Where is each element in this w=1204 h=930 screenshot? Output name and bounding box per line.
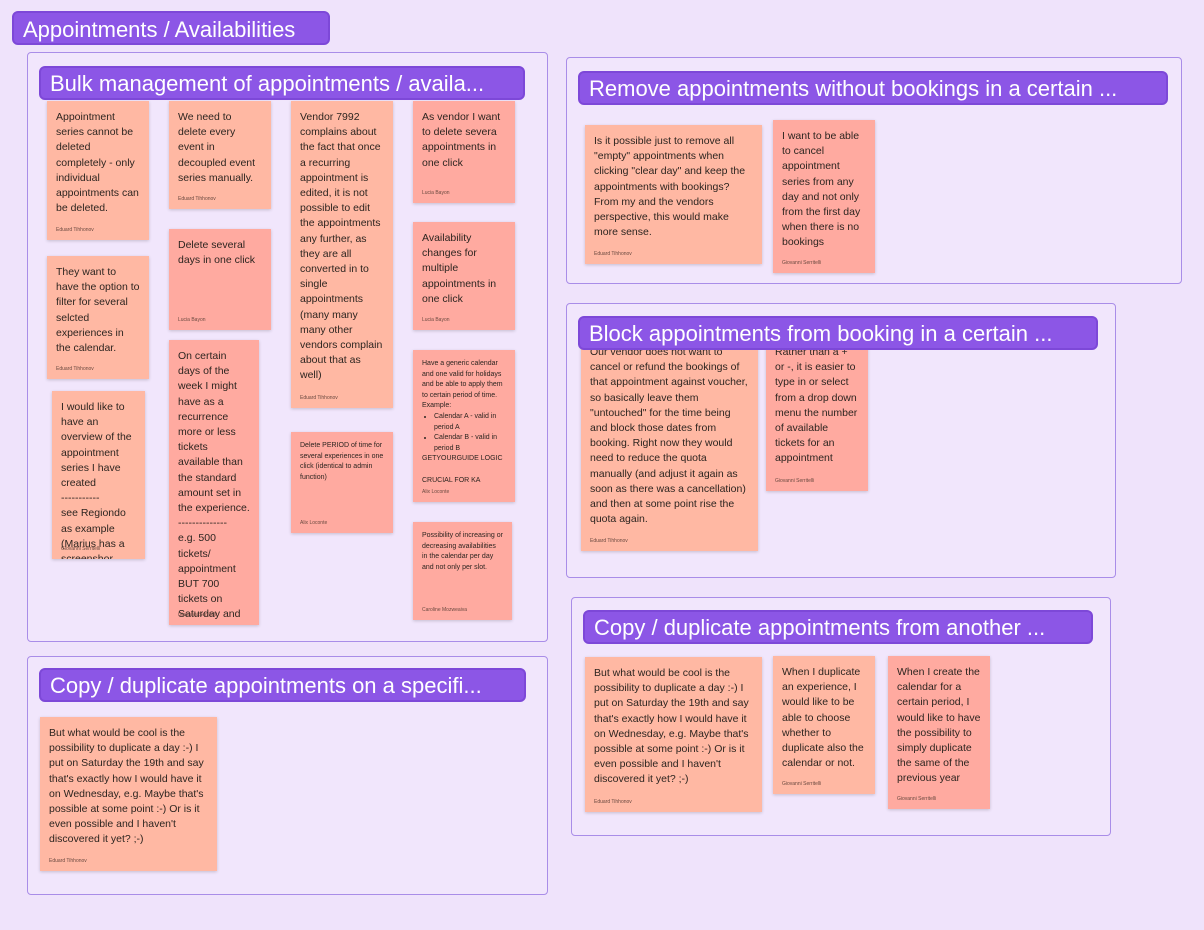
sticky-note[interactable]: Is it possible just to remove all "empty… [585, 125, 762, 264]
sticky-note[interactable]: Appointment series cannot be deleted com… [47, 101, 149, 240]
note-intro: Have a generic calendar and one valid fo… [422, 360, 505, 410]
note-text: Vendor 7992 complains about the fact tha… [300, 111, 386, 382]
note-text: As vendor I want to delete severa appoin… [422, 111, 504, 169]
note-author: Eduard Tihhonov [49, 858, 87, 864]
note-text: Delete several days in one click [178, 239, 256, 267]
note-author: Giovanni Serritelli [782, 260, 822, 266]
note-text: Appointment series cannot be deleted com… [56, 111, 142, 215]
sticky-note[interactable]: Have a generic calendar and one valid fo… [413, 350, 515, 502]
section-title-bulk-management[interactable]: Bulk management of appointments / availa… [39, 66, 525, 100]
sticky-note[interactable]: Vendor 7992 complains about the fact tha… [291, 101, 393, 408]
sticky-note[interactable]: Possibility of increasing or decreasing … [413, 522, 512, 620]
sticky-note[interactable]: Delete PERIOD of time for several experi… [291, 432, 393, 533]
sticky-note[interactable]: But what would be cool is the possibilit… [40, 717, 217, 871]
note-text: Have a generic calendar and one valid fo… [422, 359, 506, 486]
sticky-note[interactable]: On certain days of the week I might have… [169, 340, 259, 625]
note-author: Giovanni Serritelli [775, 478, 815, 484]
section-title-remove-appointments[interactable]: Remove appointments without bookings in … [578, 71, 1168, 105]
sticky-note[interactable]: When I create the calendar for a certain… [888, 656, 990, 809]
note-author: Eduard Tihhonov [300, 395, 338, 401]
note-text: We need to delete every event in decoupl… [178, 111, 258, 184]
note-author: Giovanni Serritelli [782, 781, 822, 787]
note-text: But what would be cool is the possibilit… [594, 667, 752, 786]
note-outro: GETYOURGUIDE LOGIC CRUCIAL FOR KA [422, 455, 503, 484]
note-text: Delete PERIOD of time for several experi… [300, 442, 386, 481]
sticky-note[interactable]: I would like to have an overview of the … [52, 391, 145, 559]
note-author: Caroline Mozweaiva [422, 607, 468, 613]
note-text: Is it possible just to remove all "empty… [594, 135, 748, 239]
note-author: Giovanni Serritelli [178, 612, 218, 618]
note-text: When I duplicate an experience, I would … [782, 666, 867, 770]
note-author: Lucia Bayon [178, 317, 206, 323]
note-text: Availability changes for multiple appoin… [422, 232, 500, 305]
sticky-note[interactable]: Delete several days in one click Lucia B… [169, 229, 271, 330]
sticky-note[interactable]: I want to be able to cancel appointment … [773, 120, 875, 273]
sticky-note[interactable]: Availability changes for multiple appoin… [413, 222, 515, 330]
list-item: Calendar A - valid in period A [434, 412, 506, 433]
note-text: Possibility of increasing or decreasing … [422, 532, 505, 571]
note-text: On certain days of the week I might have… [178, 350, 250, 625]
sticky-note[interactable]: We need to delete every event in decoupl… [169, 101, 271, 209]
sticky-note[interactable]: They want to have the option to filter f… [47, 256, 149, 379]
note-author: Giovanni Serritelli [61, 546, 101, 552]
note-author: Eduard Tihhonov [56, 366, 94, 372]
list-item: Calendar B - valid in period B [434, 433, 506, 454]
note-author: Alix Loconte [422, 489, 450, 495]
sticky-note[interactable]: As vendor I want to delete severa appoin… [413, 101, 515, 203]
note-author: Eduard Tihhonov [178, 196, 216, 202]
board-title[interactable]: Appointments / Availabilities [12, 11, 330, 45]
note-text: When I create the calendar for a certain… [897, 666, 984, 785]
note-text: Our vendor does not want to cancel or re… [590, 346, 751, 526]
note-text: But what would be cool is the possibilit… [49, 727, 207, 846]
note-author: Giovanni Serritelli [897, 796, 937, 802]
sticky-note[interactable]: When I duplicate an experience, I would … [773, 656, 875, 794]
note-text: Rather than a + or -, it is easier to ty… [775, 346, 861, 465]
note-author: Eduard Tihhonov [56, 227, 94, 233]
note-author: Lucia Bayon [422, 317, 450, 323]
sticky-note[interactable]: Our vendor does not want to cancel or re… [581, 339, 758, 551]
sticky-note[interactable]: But what would be cool is the possibilit… [585, 657, 762, 812]
note-author: Eduard Tihhonov [590, 538, 628, 544]
sticky-note[interactable]: Rather than a + or -, it is easier to ty… [766, 339, 868, 491]
note-author: Eduard Tihhonov [594, 799, 632, 805]
note-text: They want to have the option to filter f… [56, 266, 143, 355]
note-author: Lucia Bayon [422, 190, 450, 196]
note-text: I want to be able to cancel appointment … [782, 130, 864, 249]
section-title-block-appointments[interactable]: Block appointments from booking in a cer… [578, 316, 1098, 350]
note-list: Calendar A - valid in period ACalendar B… [422, 412, 506, 454]
note-author: Alix Loconte [300, 520, 328, 526]
section-title-copy-from-another[interactable]: Copy / duplicate appointments from anoth… [583, 610, 1093, 644]
section-title-copy-specific-day[interactable]: Copy / duplicate appointments on a speci… [39, 668, 526, 702]
note-text: I would like to have an overview of the … [61, 401, 132, 559]
note-author: Eduard Tihhonov [594, 251, 632, 257]
